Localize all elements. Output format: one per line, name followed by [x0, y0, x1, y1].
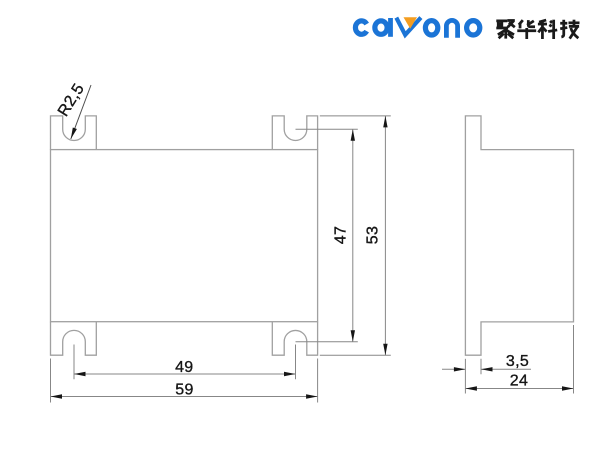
- svg-text:49: 49: [175, 359, 193, 376]
- svg-text:24: 24: [510, 372, 528, 389]
- svg-text:53: 53: [364, 226, 381, 244]
- svg-text:59: 59: [175, 382, 193, 399]
- svg-text:47: 47: [332, 226, 349, 244]
- svg-text:3,5: 3,5: [506, 353, 529, 370]
